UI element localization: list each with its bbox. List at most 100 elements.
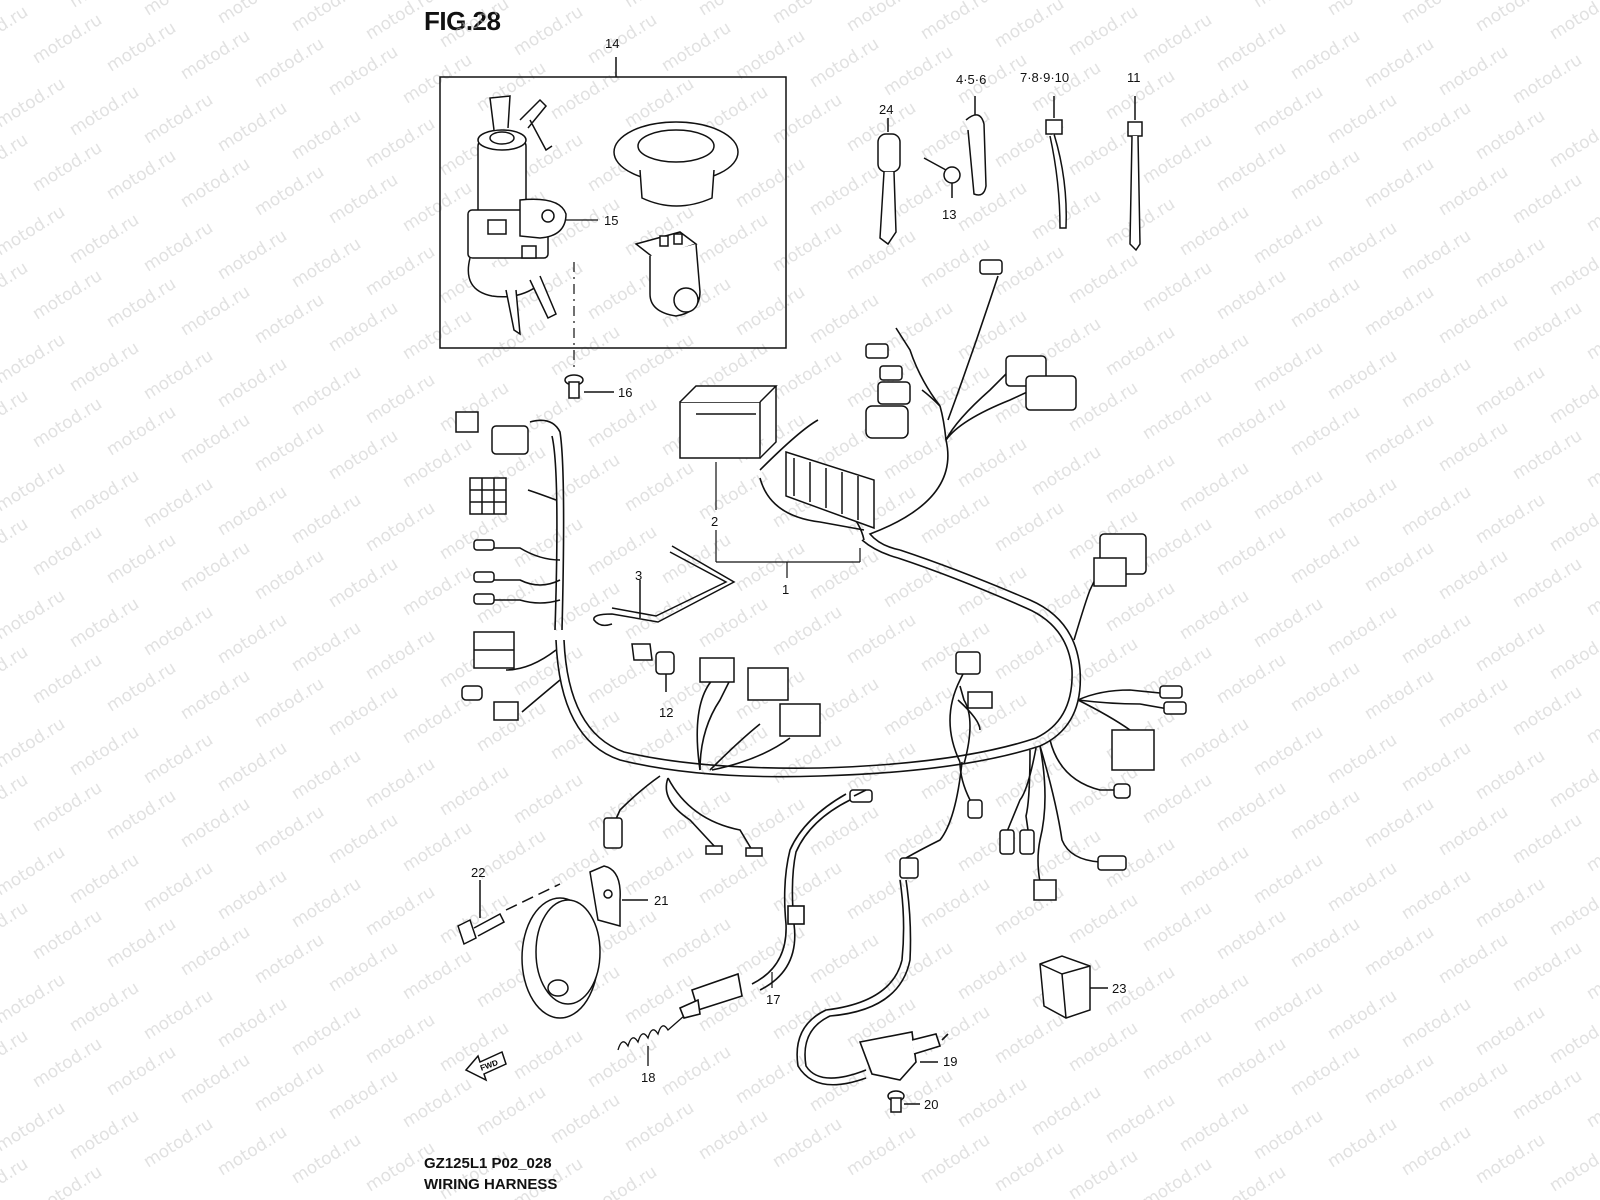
watermark-text: motod.ru <box>0 258 32 316</box>
model-code: GZ125L1 P02_028 <box>424 1155 552 1172</box>
watermark-text: motod.ru <box>1065 1018 1142 1076</box>
watermark-text: motod.ru <box>177 26 254 84</box>
watermark-text: motod.ru <box>547 450 624 508</box>
watermark-text: motod.ru <box>1028 58 1105 116</box>
watermark-text: motod.ru <box>1213 778 1290 836</box>
watermark-text: motod.ru <box>1324 474 1401 532</box>
watermark-text: motod.ru <box>0 770 32 828</box>
watermark-text: motod.ru <box>436 0 513 52</box>
callout-bracket-1-2 <box>715 462 861 578</box>
ignition-switch-set-box <box>439 57 787 349</box>
watermark-text: motod.ru <box>29 10 106 68</box>
watermark-text: motod.ru <box>917 874 994 932</box>
watermark-text: motod.ru <box>954 946 1031 1004</box>
watermark-text: motod.ru <box>66 978 143 1036</box>
watermark-text: motod.ru <box>103 18 180 76</box>
watermark-text: motod.ru <box>658 1042 735 1100</box>
bolt-12-part <box>631 643 675 692</box>
watermark-text: motod.ru <box>1065 1146 1142 1200</box>
watermark-text: motod.ru <box>1435 802 1512 860</box>
watermark-text: motod.ru <box>103 146 180 204</box>
callout-13: 13 <box>942 207 956 222</box>
watermark-text: motod.ru <box>399 818 476 876</box>
watermark-text: motod.ru <box>1546 882 1600 940</box>
watermark-text: motod.ru <box>1398 226 1475 284</box>
watermark-text: motod.ru <box>1139 898 1216 956</box>
watermark-text: motod.ru <box>1361 666 1438 724</box>
watermark-text: motod.ru <box>880 554 957 612</box>
callout-14: 14 <box>605 36 619 51</box>
callout-18: 18 <box>641 1070 655 1085</box>
watermark-text: motod.ru <box>1213 394 1290 452</box>
watermark-text: motod.ru <box>1139 770 1216 828</box>
watermark-text: motod.ru <box>547 322 624 380</box>
watermark-text: motod.ru <box>1324 218 1401 276</box>
watermark-text: motod.ru <box>0 514 32 572</box>
watermark-text: motod.ru <box>1213 266 1290 324</box>
callout-19: 19 <box>943 1054 957 1069</box>
watermark-text: motod.ru <box>547 1090 624 1148</box>
watermark-text: motod.ru <box>769 0 846 28</box>
watermark-text: motod.ru <box>251 418 328 476</box>
watermark-text: motod.ru <box>621 0 698 12</box>
watermark-text: motod.ru <box>769 346 846 404</box>
watermark-text: motod.ru <box>1398 0 1475 28</box>
watermark-text: motod.ru <box>917 362 994 420</box>
watermark-text: motod.ru <box>66 0 143 12</box>
watermark-text: motod.ru <box>103 1042 180 1100</box>
watermark-text: motod.ru <box>843 1122 920 1180</box>
watermark-text: motod.ru <box>769 218 846 276</box>
watermark-text: motod.ru <box>399 306 476 364</box>
watermark-text: motod.ru <box>288 490 365 548</box>
screw-20-part <box>887 1090 920 1113</box>
watermark-text: motod.ru <box>140 602 217 660</box>
watermark-text: motod.ru <box>288 1002 365 1060</box>
watermark-text: motod.ru <box>1213 906 1290 964</box>
watermark-text: motod.ru <box>325 554 402 612</box>
watermark-text: motod.ru <box>29 778 106 836</box>
callout-24: 24 <box>879 102 893 117</box>
watermark-text: motod.ru <box>510 514 587 572</box>
watermark-text: motod.ru <box>1176 1098 1253 1156</box>
watermark-text: motod.ru <box>1176 970 1253 1028</box>
watermark-text: motod.ru <box>806 290 883 348</box>
watermark-text: motod.ru <box>140 986 217 1044</box>
watermark-text: motod.ru <box>66 466 143 524</box>
watermark-text: motod.ru <box>0 842 69 900</box>
watermark-text: motod.ru <box>1472 1002 1549 1060</box>
watermark-text: motod.ru <box>1509 426 1586 484</box>
watermark-text: motod.ru <box>1361 34 1438 92</box>
screw-13-part <box>923 157 961 198</box>
watermark-text: motod.ru <box>732 154 809 212</box>
watermark-text: motod.ru <box>1398 994 1475 1052</box>
watermark-text: motod.ru <box>29 522 106 580</box>
watermark-text: motod.ru <box>1287 402 1364 460</box>
watermark-text: motod.ru <box>806 802 883 860</box>
watermark-text: motod.ru <box>0 1154 32 1200</box>
watermark-text: motod.ru <box>140 346 217 404</box>
watermark-text: motod.ru <box>769 602 846 660</box>
watermark-text: motod.ru <box>1139 258 1216 316</box>
watermark-text: motod.ru <box>584 10 661 68</box>
watermark-text: motod.ru <box>1250 210 1327 268</box>
watermark-text: motod.ru <box>288 362 365 420</box>
watermark-text: motod.ru <box>1435 1058 1512 1116</box>
watermark-text: motod.ru <box>1361 154 1438 212</box>
callout-16: 16 <box>618 385 632 400</box>
watermark-text: motod.ru <box>66 594 143 652</box>
watermark-text: motod.ru <box>29 906 106 964</box>
watermark-text: motod.ru <box>1472 362 1549 420</box>
callout-23: 23 <box>1112 981 1126 996</box>
watermark-text: motod.ru <box>0 202 69 260</box>
watermark-text: motod.ru <box>0 458 69 516</box>
watermark-text: motod.ru <box>1361 538 1438 596</box>
watermark-text: motod.ru <box>214 866 291 924</box>
watermark-text: motod.ru <box>991 626 1068 684</box>
watermark-text: motod.ru <box>103 658 180 716</box>
watermark-text: motod.ru <box>658 914 735 972</box>
watermark-text: motod.ru <box>399 562 476 620</box>
watermark-text: motod.ru <box>103 402 180 460</box>
watermark-text: motod.ru <box>769 1114 846 1172</box>
watermark-text: motod.ru <box>66 850 143 908</box>
